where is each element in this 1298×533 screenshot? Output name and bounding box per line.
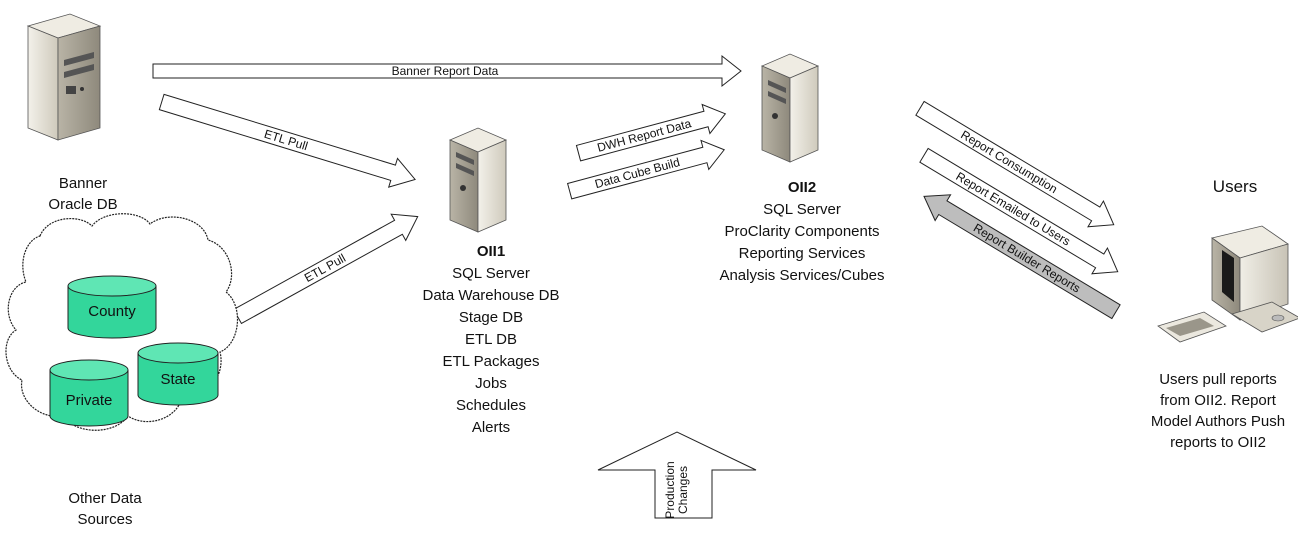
svg-text:SQL Server: SQL Server — [452, 265, 530, 282]
arrow-label-dwh-report-data: DWH Report Data — [596, 116, 693, 155]
oii1-label: OII1 SQL Server Data Warehouse DB Stage … — [422, 243, 559, 436]
arrow-label-etl-pull-banner: ETL Pull — [262, 127, 309, 154]
arrow-label-production: Production — [663, 461, 677, 518]
svg-text:Oracle DB: Oracle DB — [48, 196, 117, 213]
svg-text:Users pull reports: Users pull reports — [1159, 371, 1277, 388]
svg-text:Data Warehouse DB: Data Warehouse DB — [422, 287, 559, 304]
arrow-etl-pull-banner: ETL Pull — [158, 93, 416, 188]
oii1-title: OII1 — [477, 243, 505, 260]
db-private: Private — [49, 359, 129, 427]
svg-text:ETL Packages: ETL Packages — [443, 353, 540, 370]
svg-text:reports to OII2: reports to OII2 — [1170, 434, 1266, 451]
arrow-banner-report-data: Banner Report Data — [152, 54, 742, 88]
oii1-server-icon — [448, 127, 508, 233]
svg-text:ProClarity Components: ProClarity Components — [724, 223, 879, 240]
other-sources-label: Other Data Sources — [68, 490, 142, 528]
svg-text:Other Data: Other Data — [68, 490, 142, 507]
banner-server-icon — [26, 13, 102, 141]
svg-text:Schedules: Schedules — [456, 397, 526, 414]
svg-text:SQL Server: SQL Server — [763, 201, 841, 218]
arrow-production-changes: Production Changes — [597, 431, 757, 519]
svg-text:Stage DB: Stage DB — [459, 309, 523, 326]
db-label-county: County — [88, 303, 136, 320]
arrow-label-banner-report-data: Banner Report Data — [392, 64, 499, 78]
svg-text:Reporting Services: Reporting Services — [739, 245, 866, 262]
arrow-label-changes: Changes — [676, 466, 690, 514]
arrow-etl-pull-other: ETL Pull — [232, 213, 419, 325]
svg-text:Jobs: Jobs — [475, 375, 507, 392]
banner-label: Banner Oracle DB — [48, 175, 117, 213]
db-label-state: State — [160, 371, 195, 388]
db-label-private: Private — [66, 392, 113, 409]
db-state: State — [137, 342, 219, 406]
svg-text:Banner: Banner — [59, 175, 107, 192]
db-county: County — [67, 275, 157, 339]
users-title: Users — [1213, 177, 1257, 196]
svg-text:ETL DB: ETL DB — [465, 331, 517, 348]
oii2-label: OII2 SQL Server ProClarity Components Re… — [719, 179, 884, 284]
svg-text:Alerts: Alerts — [472, 419, 510, 436]
users-label: Users Users pull reports from OII2. Repo… — [1151, 177, 1285, 451]
svg-text:Model Authors Push: Model Authors Push — [1151, 413, 1285, 430]
svg-text:from OII2. Report: from OII2. Report — [1160, 392, 1277, 409]
oii2-server-icon — [760, 53, 820, 163]
oii2-title: OII2 — [788, 179, 816, 196]
svg-text:Analysis Services/Cubes: Analysis Services/Cubes — [719, 267, 884, 284]
svg-text:Sources: Sources — [77, 511, 132, 528]
computer-icon — [1157, 225, 1298, 343]
